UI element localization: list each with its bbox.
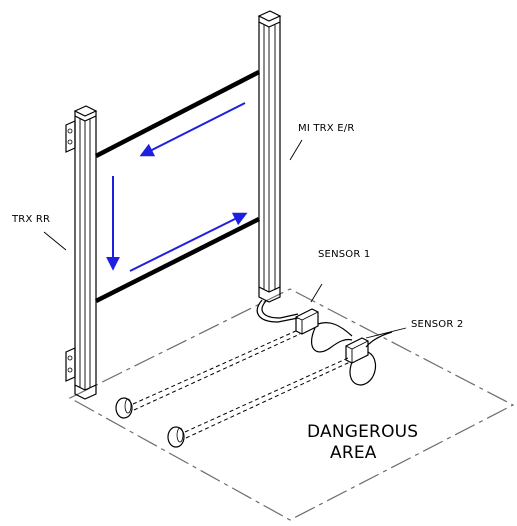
label-trx-rr: TRX RR (11, 214, 50, 225)
label-dangerous: DANGEROUS (307, 422, 418, 442)
left-column-trx-rr (65, 105, 98, 400)
label-mi-trx-er: MI TRX E/R (298, 123, 354, 134)
label-sensor-1: SENSOR 1 (318, 249, 370, 260)
sensor-2 (345, 331, 393, 386)
arrow-bottom (129, 212, 248, 272)
beam-direction-arrows (106, 102, 248, 272)
upper-rail (94, 69, 261, 159)
reflector-2 (167, 357, 351, 448)
label-sensor-2: SENSOR 2 (411, 319, 463, 330)
dangerous-area-outline (68, 288, 515, 521)
lower-rail (94, 216, 261, 304)
sensor-1 (295, 308, 353, 353)
reflector-1 (115, 329, 301, 419)
left-top-bracket (65, 120, 76, 153)
arrow-top (139, 102, 246, 157)
label-area: AREA (330, 443, 377, 463)
right-column-mi-trx-er (256, 10, 299, 323)
left-bottom-bracket (65, 347, 76, 382)
leader-lines (43, 139, 407, 339)
